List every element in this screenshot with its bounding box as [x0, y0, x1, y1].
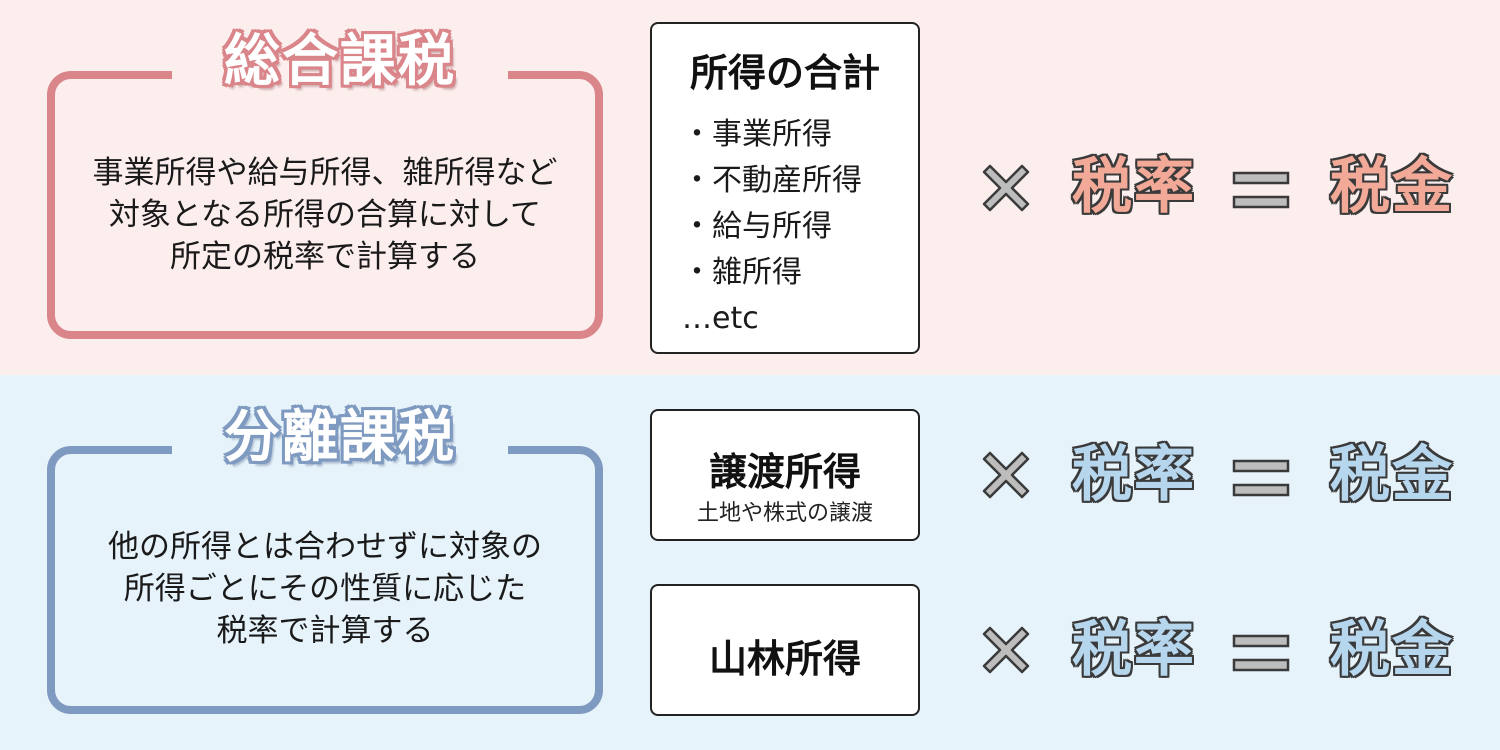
separate-description: 他の所得とは合わせずに対象の 所得ごとにその性質に応じた 税率で計算する: [60, 526, 590, 652]
income-list-item: 不動産所得: [682, 158, 862, 204]
transfer-income-title: 譲渡所得: [708, 450, 861, 494]
tax-rate-label: 税率: [1072, 615, 1196, 685]
income-list-item: 事業所得: [682, 112, 862, 158]
forest-income-title: 山林所得: [708, 637, 861, 681]
tax-amount-label: 税金: [1330, 615, 1454, 685]
transfer-income-card: 譲渡所得 土地や株式の譲渡: [650, 409, 920, 541]
separate-title: 分離課税: [172, 398, 508, 478]
comprehensive-description-line: 所定の税率で計算する: [170, 239, 480, 275]
comprehensive-description: 事業所得や給与所得、雑所得など 対象となる所得の合算に対して 所定の税率で計算す…: [60, 152, 590, 278]
equals-icon: [1232, 171, 1290, 209]
tax-rate-label: 税率: [1072, 152, 1196, 222]
comprehensive-description-line: 事業所得や給与所得、雑所得など: [92, 155, 558, 191]
income-total-card: 所得の合計 事業所得 不動産所得 給与所得 雑所得 …etc: [650, 22, 920, 354]
multiply-icon: [982, 451, 1030, 499]
multiply-icon: [982, 626, 1030, 674]
separate-description-line: 税率で計算する: [216, 613, 434, 649]
transfer-income-subtitle: 土地や株式の譲渡: [696, 501, 873, 526]
equals-icon: [1232, 459, 1290, 497]
comprehensive-title: 総合課税: [172, 22, 508, 102]
income-list: 事業所得 不動産所得 給与所得 雑所得: [682, 112, 862, 296]
income-list-item: 給与所得: [682, 204, 862, 250]
separate-description-line: 所得ごとにその性質に応じた: [123, 571, 527, 607]
comprehensive-description-line: 対象となる所得の合算に対して: [108, 197, 542, 233]
forest-income-card: 山林所得: [650, 584, 920, 716]
income-list-item: 雑所得: [682, 250, 862, 296]
multiply-icon: [982, 164, 1030, 212]
income-total-title: 所得の合計: [689, 51, 880, 95]
separate-description-line: 他の所得とは合わせずに対象の: [108, 529, 542, 565]
equals-icon: [1232, 634, 1290, 672]
tax-amount-label: 税金: [1330, 152, 1454, 222]
income-etc: …etc: [682, 301, 759, 336]
tax-amount-label: 税金: [1330, 440, 1454, 510]
tax-rate-label: 税率: [1072, 440, 1196, 510]
